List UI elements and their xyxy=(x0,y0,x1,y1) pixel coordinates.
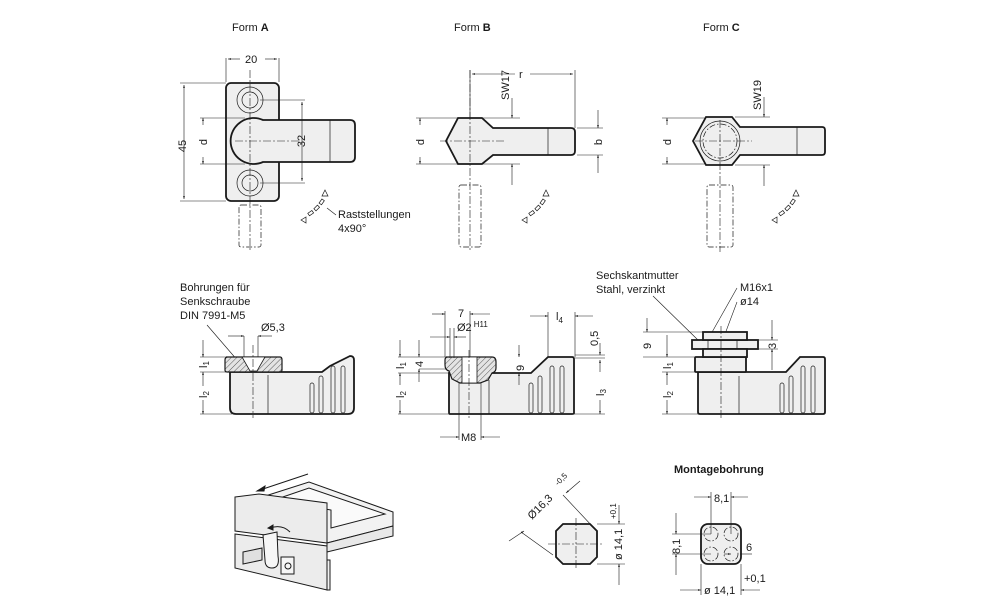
section-b-dim-05: 0,5 xyxy=(589,331,601,346)
section-c-dim-thread: M16x1 xyxy=(740,282,773,294)
mounting-dim-width-tol: +0,1 xyxy=(744,573,766,585)
section-a-dim-l2: l2 xyxy=(198,391,211,398)
form-a-dim-32: 32 xyxy=(296,135,308,147)
form-a-note-line1: Raststellungen xyxy=(338,209,411,221)
form-a-note-line2: 4x90° xyxy=(338,223,366,235)
grip-ribs xyxy=(779,365,816,414)
hex-nut xyxy=(691,339,759,350)
section-c-dim-l2: l2 xyxy=(662,391,675,398)
form-c-lever xyxy=(691,116,826,166)
form-a-view: Form A 20 45 d 32 xyxy=(177,22,411,250)
detent-positions-icon xyxy=(300,189,329,224)
form-c-dim-sw: SW19 xyxy=(752,80,764,110)
section-b-dim-l3: l3 xyxy=(595,389,608,396)
form-b-view: Form B r SW17 d b xyxy=(415,22,605,252)
section-b-dim-7: 7 xyxy=(458,308,464,320)
section-a-view: Bohrungen für Senkschraube DIN 7991-M5 Ø… xyxy=(180,282,355,418)
section-a-dim-bore: Ø5,3 xyxy=(261,322,285,334)
cutout-dim-diag-tol: -0,5 xyxy=(553,471,570,488)
section-a-note-line2: Senkschraube xyxy=(180,296,250,308)
section-c-dim-3: 3 xyxy=(767,343,779,349)
section-b-dim-m8: M8 xyxy=(461,432,476,444)
section-b-dim-l2: l2 xyxy=(395,391,408,398)
section-a-dim-l1: l1 xyxy=(198,361,211,368)
section-b-dim-l1: l1 xyxy=(395,362,408,369)
detent-positions-icon xyxy=(521,189,550,224)
cutout-dim-width: ø 14,1 xyxy=(613,529,625,560)
grip-ribs xyxy=(309,365,346,414)
section-c-dim-9: 9 xyxy=(642,343,654,349)
detent-positions-icon xyxy=(771,189,800,224)
section-b-body xyxy=(448,356,575,415)
grip-ribs xyxy=(528,365,565,414)
form-b-dim-d: d xyxy=(415,139,427,145)
form-c-dim-d: d xyxy=(662,139,674,145)
form-a-dim-d: d xyxy=(198,139,210,145)
cutout-dim-width-tol: +0,1 xyxy=(609,503,618,519)
form-c-title: Form C xyxy=(703,22,740,34)
form-a-dim-width: 20 xyxy=(245,54,257,66)
latch-lever xyxy=(262,531,279,569)
mounting-hole-view: Montagebohrung 8,1 8,1 6 ø 14,1 +0,1 xyxy=(671,464,766,597)
mounting-hole-shape xyxy=(700,523,742,565)
form-b-dim-r: r xyxy=(519,69,523,81)
form-b-dim-b: b xyxy=(593,139,605,145)
form-b-lever xyxy=(444,117,576,165)
form-b-dim-sw: SW17 xyxy=(500,70,512,100)
mounting-dim-hole: 6 xyxy=(746,542,752,554)
section-b-dim-l4: l4 xyxy=(556,311,563,325)
section-c-view: Sechskantmutter Stahl, verzinkt M16x1 ø1… xyxy=(596,270,826,420)
form-b-title: Form B xyxy=(454,22,491,34)
section-a-note-line3: DIN 7991-M5 xyxy=(180,310,245,322)
mounting-dim-top: 8,1 xyxy=(714,493,729,505)
section-c-note-line2: Stahl, verzinkt xyxy=(596,284,665,296)
form-c-view: Form C SW19 d xyxy=(662,22,826,252)
section-c-note-line1: Sechskantmutter xyxy=(596,270,679,282)
mounting-dim-width: ø 14,1 xyxy=(704,585,735,597)
section-c-dim-dia: ø14 xyxy=(740,296,759,308)
cutout-view: Ø16,3 -0,5 ø 14,1 +0,1 xyxy=(508,471,625,585)
mounting-dim-left: 8,1 xyxy=(671,539,683,554)
form-a-dim-height: 45 xyxy=(177,140,189,152)
section-b-dim-9: 9 xyxy=(515,365,527,371)
section-c-dim-l1: l1 xyxy=(662,362,675,369)
form-a-title: Form A xyxy=(232,22,269,34)
mounting-title: Montagebohrung xyxy=(674,464,764,476)
section-b-dim-4: 4 xyxy=(414,361,426,367)
cutout-dim-diag: Ø16,3 xyxy=(526,492,556,522)
drawer-illustration xyxy=(234,473,394,591)
section-a-note-line1: Bohrungen für xyxy=(180,282,250,294)
